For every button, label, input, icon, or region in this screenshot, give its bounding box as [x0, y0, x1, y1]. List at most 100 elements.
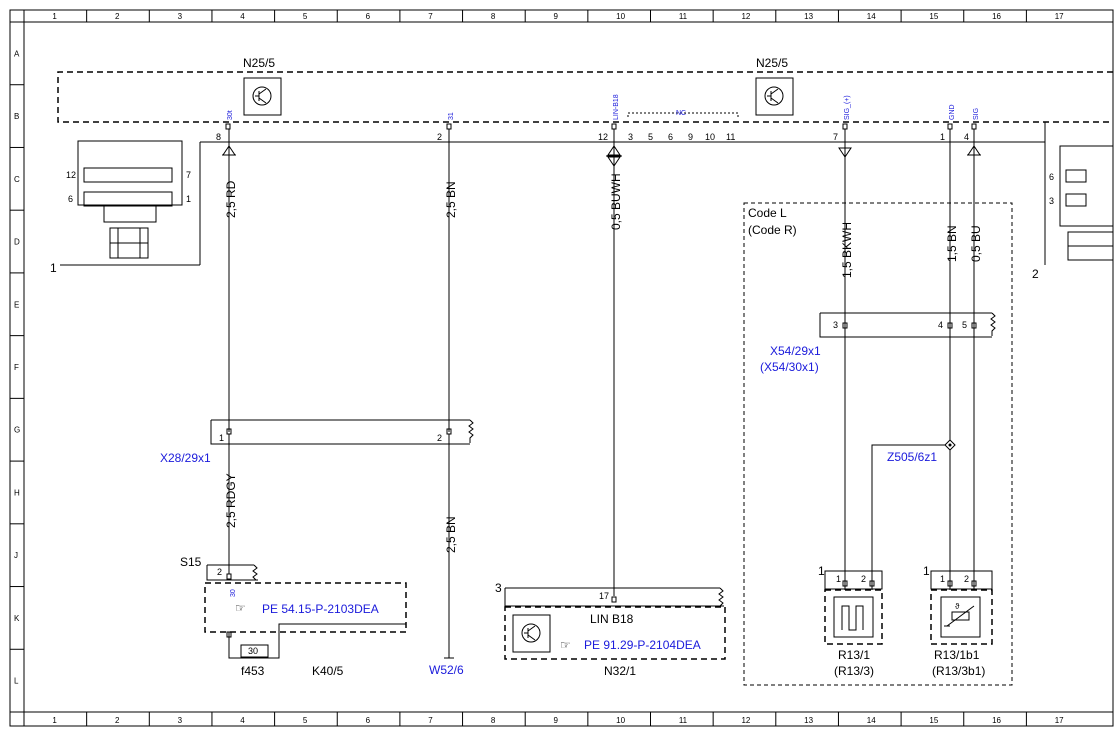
svg-text:3: 3: [1049, 196, 1054, 206]
grid-column-number: 2: [115, 716, 120, 725]
svg-text:6: 6: [68, 194, 73, 204]
control-unit-icon: [755, 77, 794, 116]
grid-column-number: 9: [554, 716, 559, 725]
wire-label: 2,5 RDGY: [224, 473, 238, 528]
fuse-symbol: [240, 644, 269, 658]
n32-module-box: [504, 606, 726, 660]
grid-column-number: 3: [178, 716, 183, 725]
grid-column-number: 7: [428, 12, 433, 21]
svg-text:1: 1: [818, 564, 825, 578]
svg-text:6: 6: [1049, 172, 1054, 182]
pin-number: 10: [705, 132, 715, 142]
grid-column-number: 17: [1055, 716, 1064, 725]
pin-number: 2: [437, 132, 442, 142]
x54-label: X54/29x1: [770, 344, 821, 358]
pe54-link[interactable]: PE 54.15-P-2103DEA: [262, 602, 379, 616]
grid-row-letter: B: [14, 112, 19, 121]
r13-3b1-label: (R13/3b1): [932, 664, 985, 678]
control-unit-icon: [512, 614, 551, 653]
svg-text:2: 2: [437, 433, 442, 443]
pin-tag: LIN-B18: [613, 94, 620, 120]
wire-label: 2,5 BN: [444, 516, 458, 553]
pin-number: 7: [833, 132, 838, 142]
svg-text:1: 1: [940, 574, 945, 584]
grid-column-number: 15: [929, 716, 938, 725]
n25-module-outline: [57, 71, 1113, 123]
s15-label: S15: [180, 555, 202, 569]
wire-label: 1,5 BKWH: [840, 222, 854, 278]
svg-text:1: 1: [219, 433, 224, 443]
grid-column-number: 10: [616, 12, 625, 21]
svg-text:2: 2: [217, 567, 222, 577]
grid-row-letter: G: [14, 426, 20, 435]
heating-element-icon: [833, 596, 874, 638]
wire-label: 0,5 BUWH: [609, 173, 623, 230]
wire-label: 2,5 RD: [224, 180, 238, 218]
pointing-hand-icon: ☞: [235, 601, 246, 615]
pin-number: 4: [964, 132, 969, 142]
grid-column-number: 14: [867, 12, 876, 21]
code-option-box: [743, 202, 1013, 686]
nc-label: NC: [676, 110, 686, 117]
grid-column-number: 4: [240, 12, 245, 21]
connector-face-left: 12 7 6 1: [66, 140, 191, 259]
temperature-sensor-icon: ϑ: [940, 596, 981, 638]
grid-column-number: 1: [52, 716, 57, 725]
connector-face-right: 6 3: [1049, 145, 1114, 261]
pin-number: 3: [628, 132, 633, 142]
svg-text:30: 30: [248, 646, 258, 656]
k40-fuse-box: [204, 582, 407, 633]
grid-column-number: 13: [804, 12, 813, 21]
pin-number: 1: [940, 132, 945, 142]
code-r-label: (Code R): [748, 223, 797, 237]
grid-column-number: 10: [616, 716, 625, 725]
grid-column-number: 9: [554, 12, 559, 21]
grid-row-letter: D: [14, 238, 20, 247]
code-l-label: Code L: [748, 206, 787, 220]
svg-text:1: 1: [923, 564, 930, 578]
n32-label: N32/1: [604, 664, 636, 678]
pin-tag: GND: [949, 104, 956, 120]
r13-1-label: R13/1: [838, 648, 870, 662]
grid-row-letter: A: [14, 49, 20, 58]
callout-3: 3: [495, 581, 502, 595]
pin-tag: SIG: [973, 108, 980, 120]
pin-terminals: [225, 123, 977, 130]
grid-column-number: 4: [240, 716, 245, 725]
pin-number: 6: [668, 132, 673, 142]
grid-column-number: 16: [992, 716, 1001, 725]
grid-column-number: 12: [741, 12, 750, 21]
svg-text:12: 12: [66, 170, 76, 180]
svg-text:ϑ: ϑ: [955, 602, 960, 611]
grid-column-number: 17: [1055, 12, 1064, 21]
k40-label: K40/5: [312, 664, 344, 678]
x28-label: X28/29x1: [160, 451, 211, 465]
pe91-link[interactable]: PE 91.29-P-2104DEA: [584, 638, 701, 652]
pin-tag: 31: [448, 112, 455, 120]
svg-text:1: 1: [186, 194, 191, 204]
r13-1b1-label: R13/1b1: [934, 648, 980, 662]
pin-number: 8: [216, 132, 221, 142]
svg-text:7: 7: [186, 170, 191, 180]
grid-column-number: 12: [741, 716, 750, 725]
grid-column-number: 8: [491, 12, 496, 21]
r13-3-label: (R13/3): [834, 664, 874, 678]
pin-tag: SIG_(+): [844, 95, 851, 120]
grid-row-letter: C: [14, 175, 20, 184]
grid-column-number: 15: [929, 12, 938, 21]
control-unit-icon: [243, 77, 282, 116]
pin-tag: 30t: [227, 110, 234, 120]
svg-text:1: 1: [836, 574, 841, 584]
grid-column-number: 13: [804, 716, 813, 725]
grid-column-number: 6: [366, 716, 371, 725]
pointing-hand-icon: ☞: [560, 638, 571, 652]
wire-label: 2,5 BN: [444, 181, 458, 218]
grid-column-number: 3: [178, 12, 183, 21]
grid-column-number: 11: [679, 12, 688, 21]
pin-number: 9: [688, 132, 693, 142]
callout-2: 2: [1032, 267, 1039, 281]
wire-label: 1,5 BN: [945, 225, 959, 262]
